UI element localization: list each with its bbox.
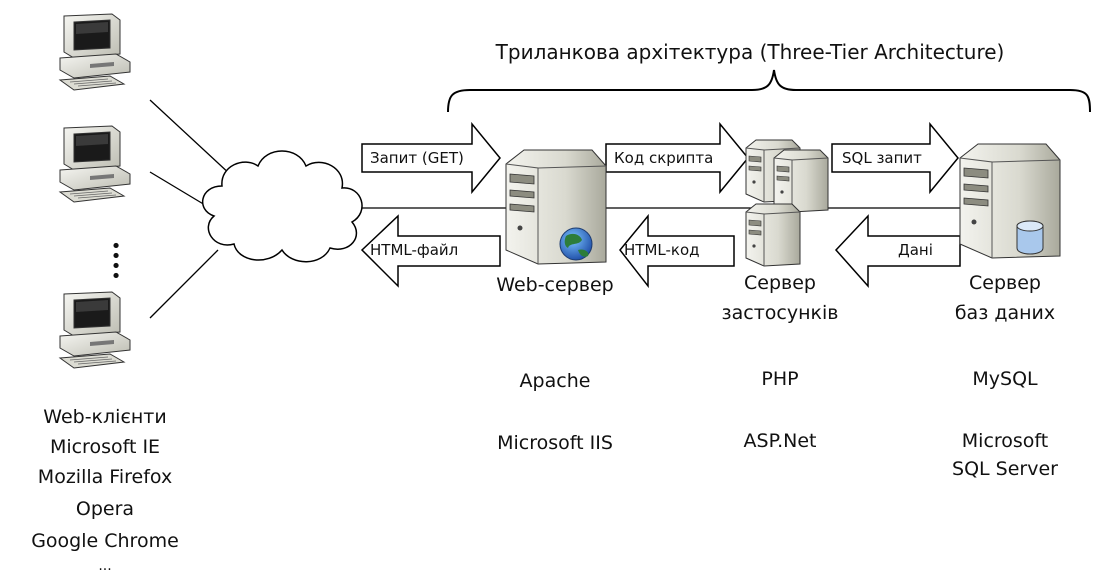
html-code-arrow xyxy=(619,213,735,289)
web-server-example: Microsoft IIS xyxy=(497,432,613,454)
architecture-title: Трилaнкова архітектура (Three-Tier Archi… xyxy=(495,40,1005,64)
db-server-label-line1: Сервер xyxy=(969,272,1041,294)
db-server-label-line2: баз даних xyxy=(954,302,1056,324)
web-server-label: Web-сервер xyxy=(496,274,614,296)
sql-query-arrow-label: SQL запит xyxy=(842,149,922,167)
app-server-label-line2: застосунків xyxy=(721,302,839,324)
request-arrow xyxy=(361,121,501,195)
request-arrow-label: Запит (GET) xyxy=(370,149,464,167)
html-file-arrow xyxy=(360,214,501,288)
app-server-label-line1: Сервер xyxy=(744,272,816,294)
db-server-example: SQL Server xyxy=(952,458,1058,480)
html-file-arrow-label: HTML-файл xyxy=(370,241,459,259)
script-code-arrow-label: Код скрипта xyxy=(614,149,714,167)
clients-heading: Web-клієнти xyxy=(43,406,167,428)
db-server-example: MySQL xyxy=(972,368,1038,390)
data-arrow-label: Дані xyxy=(898,241,933,259)
cloud-icon xyxy=(201,150,363,263)
app-server-example: PHP xyxy=(761,368,799,390)
client-computer-icon xyxy=(59,13,131,91)
db-server-example: Microsoft xyxy=(961,430,1049,452)
data-arrow xyxy=(834,214,961,288)
client-browser: Mozilla Firefox xyxy=(37,466,173,488)
architecture-brace xyxy=(447,69,1091,113)
client-browser: Opera xyxy=(75,498,135,520)
client-computer-icon xyxy=(59,125,131,203)
clients-ellipsis: ... xyxy=(98,558,112,574)
app-server-icon xyxy=(745,139,829,267)
client-browser: Google Chrome xyxy=(31,530,179,552)
web-server-example: Apache xyxy=(519,370,591,392)
client-computer-icon xyxy=(59,291,131,369)
sql-query-arrow xyxy=(831,121,959,195)
web-server-icon xyxy=(505,149,607,265)
html-code-arrow-label: HTML-код xyxy=(624,241,700,259)
more-clients-dots: •••• xyxy=(110,236,122,287)
db-server-icon xyxy=(959,143,1061,259)
client-browser: Microsoft IE xyxy=(49,436,161,458)
script-code-arrow xyxy=(605,121,749,195)
app-server-example: ASP.Net xyxy=(743,430,817,452)
